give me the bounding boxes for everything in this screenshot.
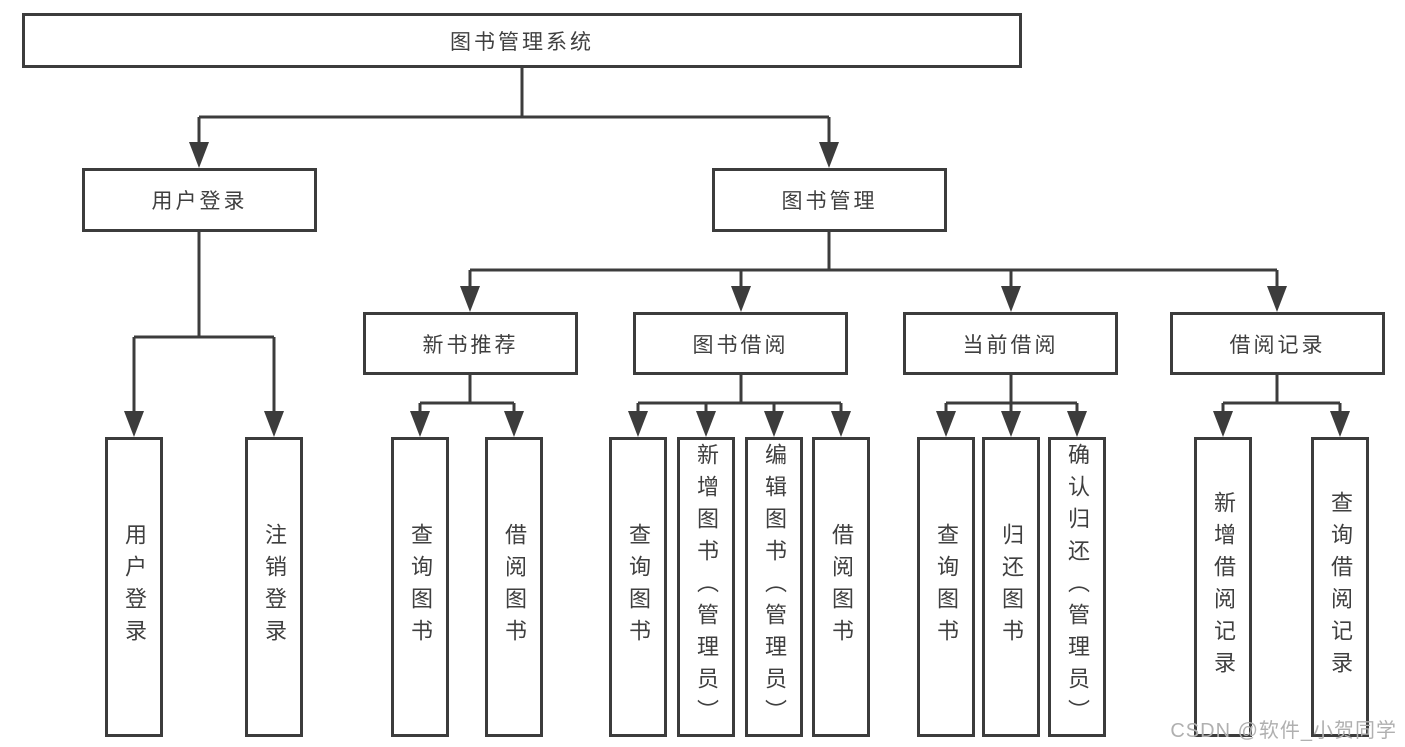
node-root-library-system: 图书管理系统 — [22, 13, 1022, 68]
node-label: 确认归还（管理员） — [1065, 443, 1090, 731]
leaf-return-book: 归还图书 — [982, 437, 1040, 737]
node-label: 当前借阅 — [962, 333, 1059, 357]
leaf-add-book-admin: 新增图书（管理员） — [677, 437, 735, 737]
node-label: 注销登录 — [262, 523, 287, 651]
connector-user-login-children — [124, 232, 284, 437]
node-label: 查询图书 — [626, 523, 651, 651]
node-label: 图书借阅 — [692, 333, 789, 357]
node-label: 用户登录 — [151, 190, 248, 213]
leaf-query-books-2: 查询图书 — [609, 437, 667, 737]
node-label: 查询图书 — [934, 523, 959, 651]
node-label: 借阅图书 — [502, 523, 527, 651]
leaf-add-borrow-record: 新增借阅记录 — [1194, 437, 1252, 737]
connector-book-borrow-children — [628, 375, 851, 437]
leaf-query-books-3: 查询图书 — [917, 437, 975, 737]
connector-current-borrow-children — [936, 375, 1087, 437]
leaf-query-books-1: 查询图书 — [391, 437, 449, 737]
node-label: 借阅图书 — [829, 523, 854, 651]
node-borrow-records: 借阅记录 — [1170, 312, 1385, 375]
node-label: 新增借阅记录 — [1211, 491, 1236, 683]
node-book-management: 图书管理 — [712, 168, 947, 232]
csdn-watermark: CSDN @软件_小贺同学 — [1170, 720, 1397, 742]
connector-root-to-level2 — [189, 68, 839, 168]
connector-borrow-records-children — [1213, 375, 1350, 437]
leaf-borrow-books-2: 借阅图书 — [812, 437, 870, 737]
leaf-query-borrow-record: 查询借阅记录 — [1311, 437, 1369, 737]
leaf-edit-book-admin: 编辑图书（管理员） — [745, 437, 803, 737]
connector-new-book-recommend-children — [410, 375, 524, 437]
node-label: 归还图书 — [999, 523, 1024, 651]
node-new-book-recommend: 新书推荐 — [363, 312, 578, 375]
node-label: 新书推荐 — [422, 333, 519, 357]
node-label: 查询图书 — [408, 523, 433, 651]
leaf-borrow-books-1: 借阅图书 — [485, 437, 543, 737]
node-label: 借阅记录 — [1229, 333, 1326, 357]
node-label: 图书管理系统 — [450, 30, 594, 54]
connector-book-management-to-level3 — [460, 232, 1287, 312]
leaf-logout: 注销登录 — [245, 437, 303, 737]
leaf-confirm-return-admin: 确认归还（管理员） — [1048, 437, 1106, 737]
node-label: 新增图书（管理员） — [694, 443, 719, 731]
node-label: 查询借阅记录 — [1328, 491, 1353, 683]
node-label: 编辑图书（管理员） — [762, 443, 787, 731]
node-book-borrow: 图书借阅 — [633, 312, 848, 375]
node-label: 图书管理 — [781, 190, 878, 213]
leaf-user-login: 用户登录 — [105, 437, 163, 737]
node-user-login: 用户登录 — [82, 168, 317, 232]
node-current-borrow: 当前借阅 — [903, 312, 1118, 375]
node-label: 用户登录 — [122, 523, 147, 651]
